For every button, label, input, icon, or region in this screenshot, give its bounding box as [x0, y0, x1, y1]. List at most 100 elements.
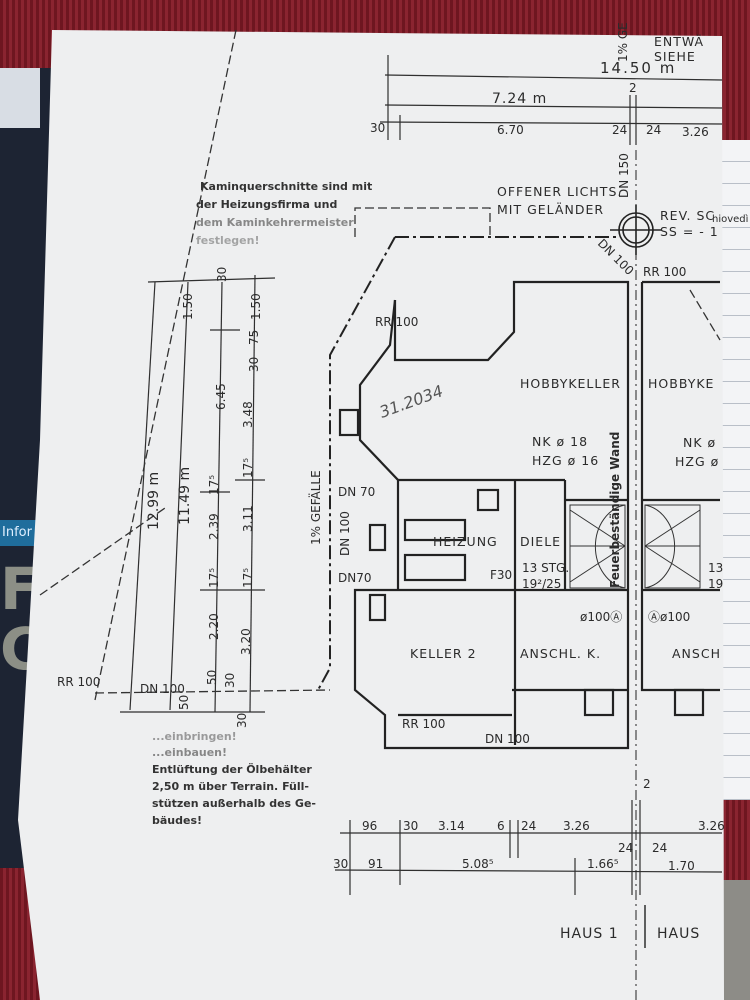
svg-text:der Heizungsfirma und: der Heizungsfirma und — [196, 198, 337, 211]
svg-text:3.20: 3.20 — [239, 628, 253, 655]
slope-label: 1% GE — [616, 22, 630, 62]
bottom-dimensions: 96 30 3.14 6 24 3.26 3.26 24 2 24 30 91 … — [333, 777, 725, 873]
svg-text:2.20: 2.20 — [207, 613, 221, 640]
svg-text:91: 91 — [368, 857, 383, 871]
svg-text:3.48: 3.48 — [241, 401, 255, 428]
walls — [338, 280, 720, 750]
svg-text:3.26: 3.26 — [563, 819, 590, 833]
drainage-label: ENTWÄ — [654, 34, 704, 49]
pipe-label: DN 100 — [140, 682, 185, 696]
svg-text:1.50: 1.50 — [181, 293, 195, 320]
chimney-note: Kaminquerschnitte sind mit der Heizungsf… — [196, 180, 372, 247]
house-2-label: HAUS — [657, 926, 700, 942]
svg-text:...einbringen!: ...einbringen! — [152, 730, 237, 743]
svg-text:festlegen!: festlegen! — [196, 234, 259, 247]
rainwater-label: RR 100 — [375, 315, 418, 329]
svg-text:stützen außerhalb des Ge-: stützen außerhalb des Ge- — [152, 797, 316, 810]
svg-text:24: 24 — [618, 841, 633, 855]
svg-text:2: 2 — [643, 777, 651, 791]
svg-text:24: 24 — [652, 841, 667, 855]
svg-text:2.39: 2.39 — [207, 513, 221, 540]
dimension-lines — [120, 55, 723, 948]
rainwater-label: RR 100 — [643, 265, 686, 279]
pipe-label: Ⓐø100 — [648, 610, 690, 624]
svg-text:Kaminquerschnitte sind mit: Kaminquerschnitte sind mit — [200, 180, 372, 193]
oil-tank-note: ...einbringen! ...einbauen! Entlüftung d… — [152, 730, 316, 827]
svg-text:24: 24 — [521, 819, 536, 833]
stairs-label: 13 — [708, 561, 723, 575]
svg-text:50: 50 — [205, 670, 219, 685]
pipe-label: DN 150 — [617, 153, 631, 198]
svg-text:bäudes!: bäudes! — [152, 814, 202, 827]
manhole-icon — [610, 205, 662, 255]
chimney-label: HZG ø — [675, 454, 719, 469]
svg-text:96: 96 — [362, 819, 377, 833]
svg-text:17⁵: 17⁵ — [241, 458, 255, 478]
dim-house-width: 7.24 m — [492, 91, 547, 107]
door-rating: F30 — [490, 568, 512, 582]
svg-text:17⁵: 17⁵ — [207, 568, 221, 588]
property-line — [317, 150, 637, 1000]
svg-text:30: 30 — [223, 673, 237, 688]
svg-text:30: 30 — [215, 267, 229, 282]
pipe-label: DN 70 — [338, 485, 375, 499]
pipe-label: DN70 — [338, 571, 372, 585]
dim-total-width: 14.50 m — [600, 59, 676, 77]
svg-text:6.45: 6.45 — [214, 383, 228, 410]
svg-text:1.50: 1.50 — [249, 293, 263, 320]
svg-text:17⁵: 17⁵ — [207, 475, 221, 495]
svg-text:3.11: 3.11 — [241, 505, 255, 532]
revision-label: SS = - 1 — [660, 224, 719, 239]
svg-text:1.70: 1.70 — [668, 859, 695, 873]
left-dimensions: 12.99 m 11.49 m 1.50 6.45 17⁵ 2.39 17⁵ 2… — [146, 267, 263, 728]
svg-text:dem Kaminkehrermeister: dem Kaminkehrermeister — [196, 216, 354, 229]
dashed-outlines — [39, 29, 721, 701]
rainwater-label: RR 100 — [402, 717, 445, 731]
svg-text:12.99 m: 12.99 m — [146, 472, 162, 530]
stairs-label: 19 — [708, 577, 723, 591]
svg-text:17⁵: 17⁵ — [241, 568, 255, 588]
svg-text:50: 50 — [177, 695, 191, 710]
rainwater-label: RR 100 — [57, 675, 100, 689]
svg-text:...einbauen!: ...einbauen! — [152, 746, 227, 759]
room-anschlusskeller-neighbor: ANSCH — [672, 646, 721, 661]
svg-text:Entlüftung der Ölbehälter: Entlüftung der Ölbehälter — [152, 762, 312, 776]
slope-label: 1% GEFÄLLE — [308, 470, 323, 545]
notebook-header: hiovedì je — [712, 213, 750, 225]
staircase — [569, 504, 701, 589]
svg-text:6: 6 — [497, 819, 505, 833]
svg-text:30: 30 — [247, 357, 261, 372]
house-1-label: HAUS 1 — [560, 926, 619, 942]
pipe-label: DN 100 — [485, 732, 530, 746]
room-heizung: HEIZUNG — [433, 534, 498, 549]
chimney-label: HZG ø 16 — [532, 453, 599, 468]
magazine-cover-photo — [0, 68, 40, 128]
svg-text:11.49 m: 11.49 m — [177, 467, 193, 525]
svg-text:1.66⁵: 1.66⁵ — [587, 857, 619, 871]
svg-text:3.14: 3.14 — [438, 819, 465, 833]
svg-text:30: 30 — [333, 857, 348, 871]
opening-label: OFFENER LICHTS. — [497, 184, 622, 199]
pipe-label: ø100Ⓐ — [580, 610, 622, 624]
firewall-label: Feuerbeständige Wand — [608, 432, 622, 588]
svg-text:2,50 m über Terrain. Füll-: 2,50 m über Terrain. Füll- — [152, 780, 309, 793]
room-hobbykeller: HOBBYKELLER — [520, 376, 621, 391]
pipe-label: DN 100 — [338, 511, 352, 556]
chimney-label: NK ø 18 — [532, 434, 588, 449]
dim: 24 — [612, 123, 627, 137]
dim: 3.26 — [682, 125, 709, 139]
opening-label: MIT GELÄNDER — [497, 202, 604, 217]
chimney-label: NK ø — [683, 435, 716, 450]
room-anschlusskeller: ANSCHL. K. — [520, 646, 601, 661]
dim: 30 — [370, 121, 385, 135]
see-label: SIEHE — [654, 49, 696, 64]
svg-text:30: 30 — [235, 713, 249, 728]
svg-text:30: 30 — [403, 819, 418, 833]
stairs-label: 13 STG. — [522, 561, 569, 575]
paper — [18, 30, 724, 1000]
room-hobbykeller-neighbor: HOBBYKE — [648, 376, 714, 391]
stairs-label: 19²/25 — [522, 577, 561, 591]
revision-label: REV. SC — [660, 208, 715, 223]
svg-text:75: 75 — [247, 330, 261, 345]
